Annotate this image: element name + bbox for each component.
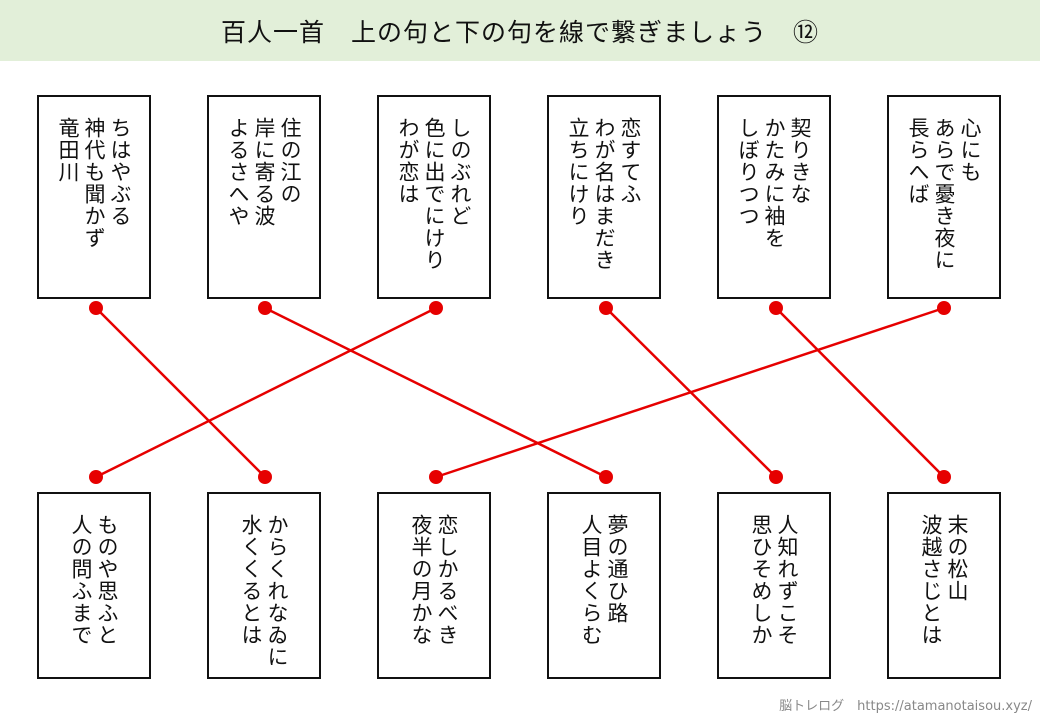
lower-dot[interactable] bbox=[599, 470, 613, 484]
lower-verse-text: 末の松山 波越さじとは bbox=[919, 514, 969, 646]
connection-line bbox=[264, 306, 607, 479]
connection-line bbox=[435, 306, 945, 479]
upper-verse-text: ちはやぶる 神代も聞かず 竜田川 bbox=[56, 117, 132, 249]
upper-verse-text: 心にも あらで憂き夜に 長らへば bbox=[906, 117, 982, 271]
upper-verse-text: 住の江の 岸に寄る波 よるさへや bbox=[226, 117, 302, 227]
lower-dot[interactable] bbox=[769, 470, 783, 484]
upper-dot[interactable] bbox=[89, 301, 103, 315]
lower-verse-text: 恋しかるべき 夜半の月かな bbox=[409, 514, 459, 646]
upper-card[interactable]: しのぶれど 色に出でにけり わが恋は bbox=[377, 95, 491, 299]
upper-card[interactable]: 住の江の 岸に寄る波 よるさへや bbox=[207, 95, 321, 299]
connection-line bbox=[95, 307, 266, 478]
lower-card[interactable]: 末の松山 波越さじとは bbox=[887, 492, 1001, 679]
upper-verse-text: しのぶれど 色に出でにけり わが恋は bbox=[396, 117, 472, 271]
title-bar: 百人一首 上の句と下の句を線で繋ぎましょう ⑫ bbox=[0, 0, 1040, 61]
lower-dot[interactable] bbox=[258, 470, 272, 484]
lower-card[interactable]: からくれなゐに 水くくるとは bbox=[207, 492, 321, 679]
upper-card[interactable]: ちはやぶる 神代も聞かず 竜田川 bbox=[37, 95, 151, 299]
upper-dot[interactable] bbox=[429, 301, 443, 315]
lower-card[interactable]: 夢の通ひ路 人目よくらむ bbox=[547, 492, 661, 679]
upper-card[interactable]: 契りきな かたみに袖を しぼりつつ bbox=[717, 95, 831, 299]
upper-dot[interactable] bbox=[937, 301, 951, 315]
upper-dot[interactable] bbox=[599, 301, 613, 315]
lower-verse-text: 人知れずこそ 思ひそめしか bbox=[749, 514, 799, 646]
upper-dot[interactable] bbox=[769, 301, 783, 315]
upper-verse-text: 恋すてふ わが名はまだき 立ちにけり bbox=[566, 117, 642, 271]
page-title: 百人一首 上の句と下の句を線で繋ぎましょう ⑫ bbox=[220, 17, 819, 47]
lower-dot[interactable] bbox=[937, 470, 951, 484]
lower-card[interactable]: 人知れずこそ 思ひそめしか bbox=[717, 492, 831, 679]
upper-card[interactable]: 心にも あらで憂き夜に 長らへば bbox=[887, 95, 1001, 299]
upper-verse-text: 契りきな かたみに袖を しぼりつつ bbox=[736, 117, 812, 249]
connection-line bbox=[775, 307, 945, 478]
upper-card[interactable]: 恋すてふ わが名はまだき 立ちにけり bbox=[547, 95, 661, 299]
lower-dot[interactable] bbox=[89, 470, 103, 484]
lower-verse-text: 夢の通ひ路 人目よくらむ bbox=[579, 514, 629, 646]
lower-dot[interactable] bbox=[429, 470, 443, 484]
upper-dot[interactable] bbox=[258, 301, 272, 315]
connection-line bbox=[95, 306, 437, 479]
lower-verse-text: ものや思ふと 人の問ふまで bbox=[69, 514, 119, 646]
footer-credit: 脳トレログ https://atamanotaisou.xyz/ bbox=[779, 699, 1032, 714]
lower-verse-text: からくれなゐに 水くくるとは bbox=[239, 514, 289, 668]
lower-card[interactable]: 恋しかるべき 夜半の月かな bbox=[377, 492, 491, 679]
lower-card[interactable]: ものや思ふと 人の問ふまで bbox=[37, 492, 151, 679]
